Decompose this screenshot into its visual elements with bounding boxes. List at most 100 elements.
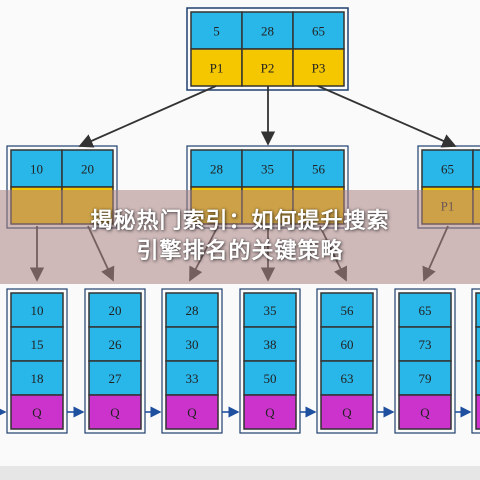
leaf-node-3-link-label: Q xyxy=(187,405,197,420)
root-pointer-2: P2 xyxy=(241,48,294,87)
leaf-node-2-frame xyxy=(84,288,146,434)
leaf-node-7-frame xyxy=(471,288,480,434)
leaf-node-4-key-2-label: 38 xyxy=(264,337,277,352)
leaf-node-7-key-3-box xyxy=(475,360,480,396)
leaf-node-1-key-2: 15 xyxy=(10,326,64,362)
leaf-node-4-key-2: 38 xyxy=(243,326,297,362)
root-pointer-3: P3 xyxy=(292,48,345,87)
leaf-node-2-key-1: 20 xyxy=(88,292,142,328)
internal-node-2-key-2-label: 35 xyxy=(261,162,274,177)
leaf-node-4-key-3-box xyxy=(243,360,297,396)
leaf-node-1-key-2-label: 15 xyxy=(31,337,44,352)
leaf-node-1-link-box xyxy=(10,394,64,430)
leaf-node-3-key-2: 30 xyxy=(165,326,219,362)
banner-title-line-1: 揭秘热门索引：如何提升搜索 xyxy=(90,209,390,234)
leaf-node-5-key-3-box xyxy=(320,360,374,396)
leaf-node-6-frame xyxy=(394,288,456,434)
leaf-node-3-key-1: 28 xyxy=(165,292,219,328)
leaf-node-3-key-1-box xyxy=(165,292,219,328)
leaf-node-1-key-3-box xyxy=(10,360,64,396)
internal-node-2-key-2: 35 xyxy=(241,149,294,188)
leaf-node-3-key-2-label: 30 xyxy=(186,337,199,352)
root-pointer-3-label: P3 xyxy=(312,61,326,76)
leaf-node-5-frame xyxy=(316,288,378,434)
title-banner: 揭秘热门索引：如何提升搜索 引擎排名的关键策略 xyxy=(0,190,480,284)
leaf-node-5-link: Q xyxy=(320,394,374,430)
internal-node-3-key-1-box xyxy=(421,149,474,188)
leaf-node-1-frame xyxy=(6,288,68,434)
internal-node-2-key-1: 28 xyxy=(190,149,243,188)
root-pointer-2-label: P2 xyxy=(261,61,275,76)
internal-node-2-key-3-label: 56 xyxy=(312,162,326,177)
bplus-tree-diagram: 52865P1P2P3102028355665P1101518Q202627Q2… xyxy=(0,7,480,434)
leaf-node-7-key-2 xyxy=(475,326,480,362)
internal-node-1-key-1: 10 xyxy=(10,149,63,188)
leaf-node-5-key-1-box xyxy=(320,292,374,328)
leaf-node-1-key-1-box xyxy=(10,292,64,328)
leaf-node-5-key-2-label: 60 xyxy=(341,337,354,352)
leaf-node-1-key-1: 10 xyxy=(10,292,64,328)
leaf-node-2-link-label: Q xyxy=(110,405,120,420)
internal-node-3-key-2-box xyxy=(472,149,480,188)
internal-node-2-key-3: 56 xyxy=(292,149,345,188)
root-key-1-label: 5 xyxy=(213,24,220,39)
leaf-node-4-link-label: Q xyxy=(265,405,275,420)
leaf-node-3-key-3: 33 xyxy=(165,360,219,396)
leaf-node-2-key-1-label: 20 xyxy=(109,303,122,318)
leaf-node-6-key-2: 73 xyxy=(398,326,452,362)
leaf-node-5-key-1-label: 56 xyxy=(341,303,355,318)
leaf-node-2-key-2: 26 xyxy=(88,326,142,362)
leaf-node-7-link: Q xyxy=(475,394,480,430)
root-key-3-label: 65 xyxy=(312,24,325,39)
leaf-node-4-key-3: 50 xyxy=(243,360,297,396)
leaf-node-1-key-3: 18 xyxy=(10,360,64,396)
leaf-node-2-key-3: 27 xyxy=(88,360,142,396)
internal-node-1-key-2-label: 20 xyxy=(81,162,94,177)
leaf-node-3-key-1-label: 28 xyxy=(186,303,199,318)
leaf-node-7-link-box xyxy=(475,394,480,430)
root-key-3-box xyxy=(292,11,345,50)
root-key-2-label: 28 xyxy=(261,24,274,39)
leaf-node-2-link: Q xyxy=(88,394,142,430)
leaf-node-3-key-3-label: 33 xyxy=(186,371,199,386)
root-pointer-3-box xyxy=(292,48,345,87)
leaf-node-4-link: Q xyxy=(243,394,297,430)
internal-node-1-key-2: 20 xyxy=(61,149,114,188)
internal-node-2-key-1-box xyxy=(190,149,243,188)
root-pointer-1: P1 xyxy=(190,48,243,87)
root-pointer-1-label: P1 xyxy=(210,61,224,76)
leaf-node-5-key-2-box xyxy=(320,326,374,362)
leaf-node-5-link-box xyxy=(320,394,374,430)
leaf-node-1-key-3-label: 18 xyxy=(31,371,44,386)
leaf-node-3-link-box xyxy=(165,394,219,430)
leaf-node-4-key-3-label: 50 xyxy=(264,371,277,386)
leaf-node-6-key-2-box xyxy=(398,326,452,362)
leaf-node-4-frame xyxy=(239,288,301,434)
internal-node-3-key-1: 65 xyxy=(421,149,474,188)
leaf-node-5-link-label: Q xyxy=(342,405,352,420)
leaf-node-4-key-1: 35 xyxy=(243,292,297,328)
leaf-node-5-key-1: 56 xyxy=(320,292,374,328)
leaf-node-2-key-3-label: 27 xyxy=(109,371,123,386)
root-key-1: 5 xyxy=(190,11,243,50)
leaf-node-6-link: Q xyxy=(398,394,452,430)
internal-node-2-key-1-label: 28 xyxy=(210,162,223,177)
arrow-root-to-internal-1 xyxy=(78,85,217,148)
arrow-root-to-internal-3 xyxy=(317,85,457,148)
root-key-3: 65 xyxy=(292,11,345,50)
leaf-node-6-key-3: 79 xyxy=(398,360,452,396)
leaf-node-2-key-2-label: 26 xyxy=(109,337,123,352)
root-key-2: 28 xyxy=(241,11,294,50)
leaf-node-3-key-2-box xyxy=(165,326,219,362)
leaf-node-3-link: Q xyxy=(165,394,219,430)
leaf-node-5-key-3: 63 xyxy=(320,360,374,396)
leaf-node-6-key-1-label: 65 xyxy=(419,303,432,318)
leaf-node-7-key-3 xyxy=(475,360,480,396)
leaf-node-4-key-2-box xyxy=(243,326,297,362)
leaf-node-4-key-1-label: 35 xyxy=(264,303,277,318)
leaf-node-2-key-2-box xyxy=(88,326,142,362)
leaf-node-4-key-1-box xyxy=(243,292,297,328)
leaf-node-3-frame xyxy=(161,288,223,434)
leaf-node-5-key-2: 60 xyxy=(320,326,374,362)
